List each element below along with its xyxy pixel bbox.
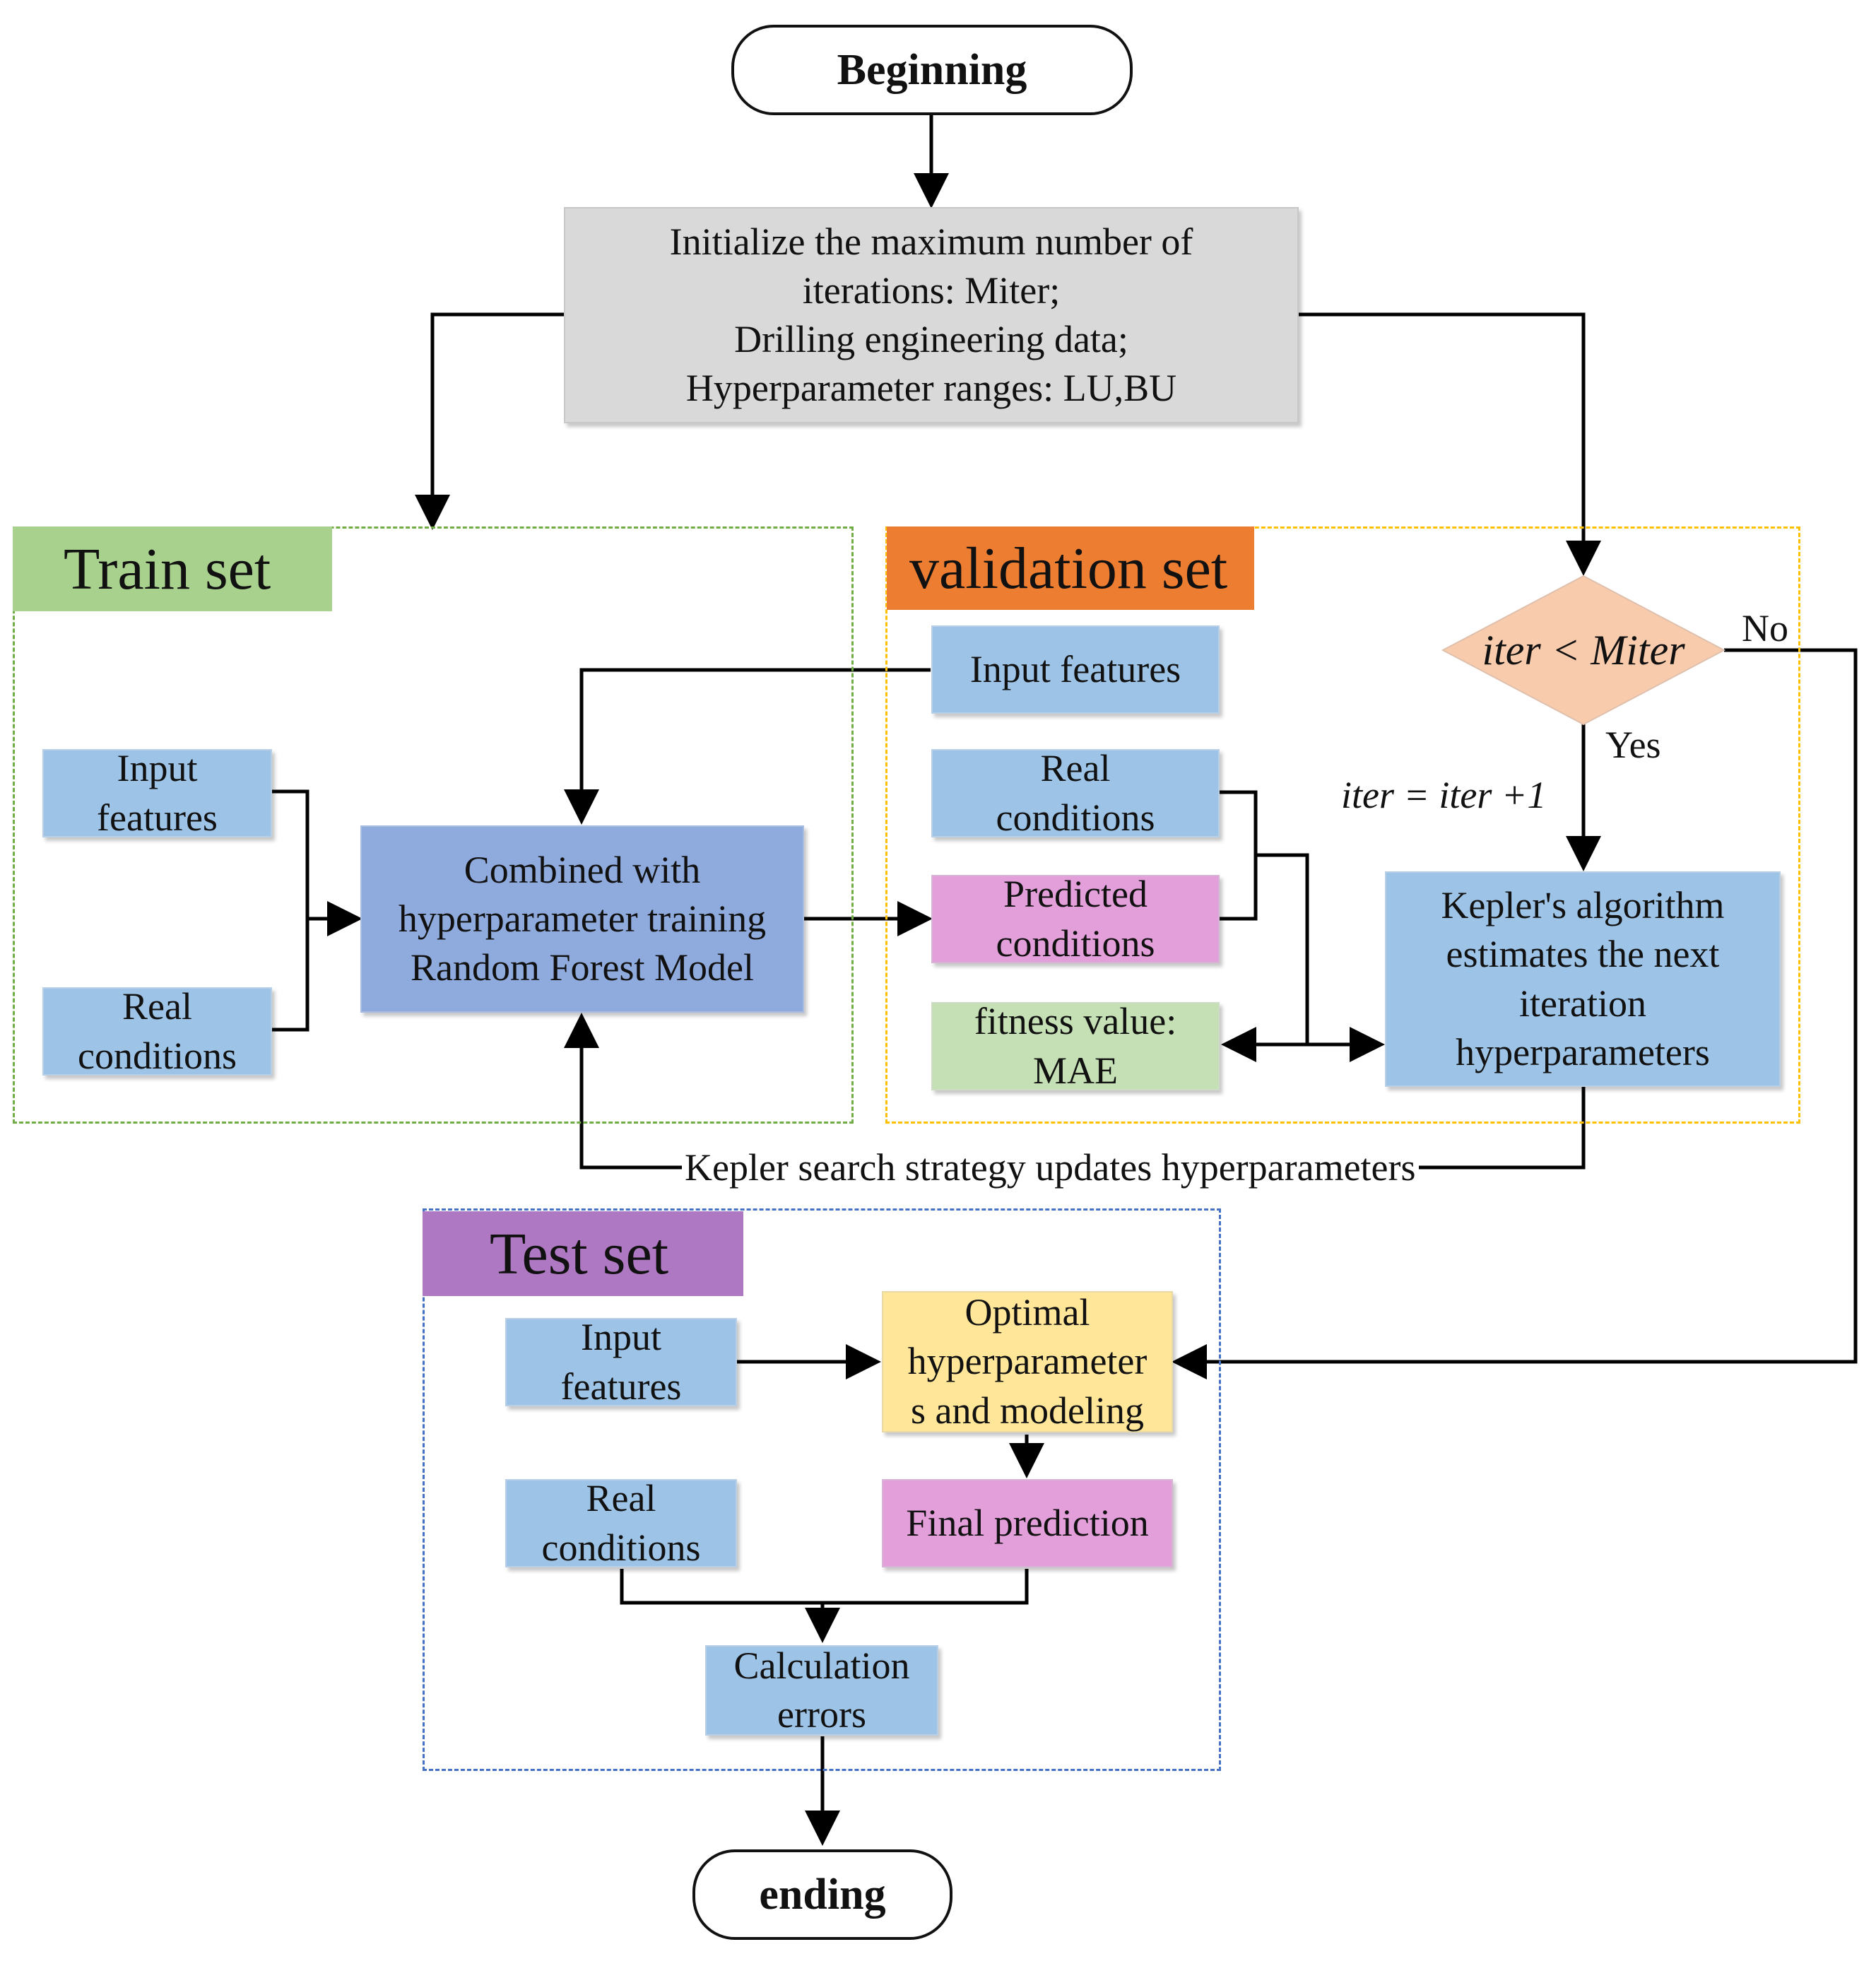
test-input-text: Input features — [560, 1316, 682, 1408]
test-real-text: Real conditions — [541, 1477, 701, 1569]
arrow-to-calc — [620, 1569, 1029, 1640]
train-set-title: Train set — [13, 526, 332, 611]
final-prediction-text: Final prediction — [906, 1501, 1149, 1544]
decision-no-label: No — [1742, 607, 1788, 649]
test-set-title: Test set — [423, 1211, 743, 1296]
calculation-errors-text: Calculation errors — [733, 1644, 910, 1736]
validation-set-region — [885, 526, 1800, 1124]
val-input-features: Input features — [931, 625, 1220, 714]
validation-set-title: validation set — [887, 526, 1254, 610]
beginning-terminal: Beginning — [731, 25, 1133, 115]
arrow-init-to-decision — [1297, 312, 1601, 576]
optimal-hyperparameters-box: Optimal hyperparameter s and modeling — [882, 1291, 1173, 1432]
val-real-text: Real conditions — [996, 747, 1155, 839]
final-prediction-box: Final prediction — [882, 1479, 1173, 1567]
decision-condition: iter < Miter — [1482, 627, 1685, 673]
initialize-box: Initialize the maximum number of iterati… — [564, 207, 1299, 423]
train-input-features: Input features — [42, 747, 272, 839]
decision-diamond — [1441, 575, 1726, 726]
bracket-real-predicted — [1220, 790, 1309, 1044]
arrow-train-inputs-to-model — [272, 789, 359, 1032]
fitness-value-text: fitness value: MAE — [974, 1000, 1177, 1092]
iteration-update-label: iter = iter +1 — [1341, 774, 1547, 816]
random-forest-model-text: Combined with hyperparameter training Ra… — [398, 848, 767, 989]
calculation-errors-box: Calculation errors — [705, 1644, 938, 1736]
test-input-features: Input features — [505, 1316, 737, 1408]
val-input-text: Input features — [969, 647, 1181, 690]
ending-label: ending — [759, 1870, 886, 1919]
arrow-init-to-train — [415, 312, 564, 530]
ending-terminal: ending — [692, 1849, 952, 1940]
val-predicted-text: Predicted conditions — [996, 873, 1155, 965]
kepler-algorithm-text: Kepler's algorithm estimates the next it… — [1441, 884, 1725, 1073]
test-real-conditions: Real conditions — [505, 1477, 737, 1569]
test-set-title-text: Test set — [490, 1220, 669, 1287]
train-real-conditions: Real conditions — [42, 985, 272, 1077]
beginning-label: Beginning — [837, 45, 1027, 94]
optimal-hyperparameters-text: Optimal hyperparameter s and modeling — [907, 1291, 1148, 1432]
val-real-conditions: Real conditions — [931, 747, 1220, 839]
train-input-text: Input features — [97, 747, 218, 839]
arrow-val-input-to-model — [564, 668, 931, 825]
validation-set-title-text: validation set — [909, 535, 1228, 601]
decision-yes-label: Yes — [1605, 724, 1661, 766]
kepler-search-label: Kepler search strategy updates hyperpara… — [682, 1148, 1419, 1187]
train-real-text: Real conditions — [78, 985, 237, 1077]
val-predicted-conditions: Predicted conditions — [931, 873, 1220, 965]
fitness-value-box: fitness value: MAE — [931, 1000, 1220, 1092]
arrow-decision-no — [1172, 648, 1858, 1379]
test-set-region — [423, 1208, 1221, 1771]
train-set-title-text: Train set — [64, 536, 271, 602]
kepler-algorithm-box: Kepler's algorithm estimates the next it… — [1385, 871, 1781, 1087]
random-forest-model-box: Combined with hyperparameter training Ra… — [360, 825, 804, 1013]
train-set-region — [13, 526, 854, 1124]
initialize-text: Initialize the maximum number of iterati… — [669, 220, 1193, 410]
